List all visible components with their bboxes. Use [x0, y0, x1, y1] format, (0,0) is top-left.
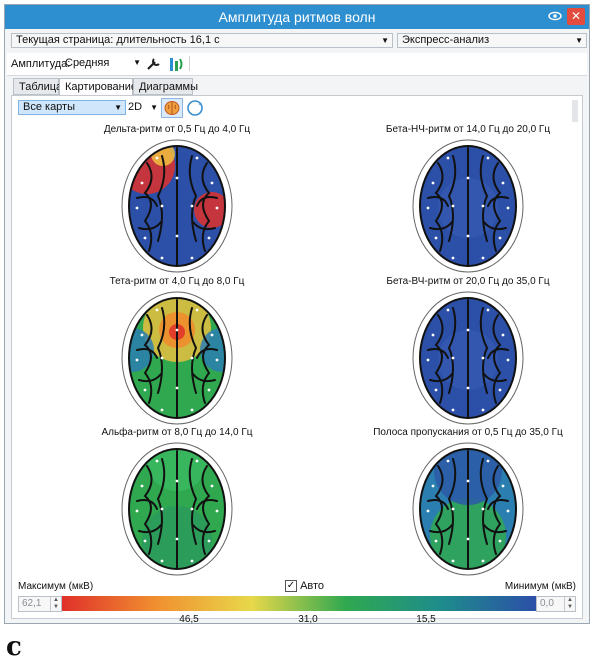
chevron-down-icon: ▼ [150, 103, 158, 112]
top-bar: Текущая страница: длительность 16,1 с ▼ … [7, 32, 587, 49]
tab-label: Таблица [19, 81, 63, 93]
analysis-select-value: Экспресс-анализ [402, 34, 490, 46]
min-input[interactable]: 0,0 ▲▼ [536, 596, 576, 612]
tab-label: Картирование [65, 81, 137, 93]
brain-map [412, 291, 524, 425]
max-label: Максимум (мкВ) [18, 581, 94, 592]
tab-charts[interactable]: Диаграммы [133, 78, 198, 95]
page-select[interactable]: Текущая страница: длительность 16,1 с ▼ [11, 33, 393, 48]
figure-label: c [6, 632, 22, 662]
signal-icon[interactable] [167, 55, 187, 73]
auto-label: Авто [300, 580, 325, 592]
chevron-down-icon: ▼ [114, 103, 122, 112]
brain-view-button[interactable] [161, 98, 183, 118]
tab-table[interactable]: Таблица [13, 78, 63, 95]
page-select-value: Текущая страница: длительность 16,1 с [16, 34, 220, 46]
maps-select-value: Все карты [23, 101, 76, 113]
mapping-panel: Все карты ▼ 2D ▼ Дельта-ритм от 0,5 Гц д… [11, 95, 583, 625]
map-title: Бета-ВЧ-ритм от 20,0 Гц до 35,0 Гц [386, 276, 550, 287]
amplitude-select[interactable]: Средняя ▼ [65, 57, 141, 71]
wrench-icon[interactable] [145, 55, 163, 73]
amplitude-label: Амплитуда: [11, 58, 71, 70]
amplitude-value: Средняя [65, 57, 110, 69]
chevron-down-icon: ▼ [133, 58, 141, 67]
maps-select[interactable]: Все карты ▼ [18, 100, 126, 115]
map-title: Дельта-ритм от 0,5 Гц до 4,0 Гц [103, 124, 251, 135]
map-title: Тета-ритм от 4,0 Гц до 8,0 Гц [109, 276, 245, 287]
toolbar-divider [189, 56, 196, 71]
brain-map [121, 139, 233, 273]
map-title: Альфа-ритм от 8,0 Гц до 14,0 Гц [101, 427, 253, 438]
brain-icon [164, 101, 180, 115]
toolbar: Амплитуда: Средняя ▼ [7, 53, 587, 76]
title-bar: Амплитуда ритмов волн ✕ [5, 5, 589, 29]
rotate-button[interactable] [184, 98, 206, 118]
brain-map [121, 442, 233, 576]
tab-mapping[interactable]: Картирование [59, 78, 137, 96]
scale-tick: 46,5 [179, 614, 199, 625]
scale-tick: 15,5 [416, 614, 436, 625]
view-mode-value: 2D [128, 101, 143, 113]
color-scale-bar [62, 596, 536, 611]
stepper-icon[interactable]: ▲▼ [50, 597, 61, 611]
brain-map [412, 139, 524, 273]
map-title: Бета-НЧ-ритм от 14,0 Гц до 20,0 Гц [385, 124, 551, 135]
scrollbar[interactable] [572, 100, 578, 122]
checkmark-icon: ✓ [285, 580, 297, 593]
app-window: Амплитуда ритмов волн ✕ Текущая страница… [4, 4, 590, 625]
close-button[interactable]: ✕ [567, 8, 585, 25]
map-title: Полоса пропускания от 0,5 Гц до 35,0 Гц [373, 427, 563, 438]
chevron-down-icon: ▼ [575, 36, 583, 45]
brain-map [121, 291, 233, 425]
chevron-down-icon: ▼ [381, 36, 389, 45]
eye-icon[interactable] [547, 8, 563, 24]
scale-tick: 31,0 [298, 614, 318, 625]
brain-map [412, 442, 524, 576]
min-label: Минимум (мкВ) [504, 581, 576, 592]
max-value: 62,1 [22, 598, 42, 609]
window-title: Амплитуда ритмов волн [218, 9, 376, 25]
stepper-icon[interactable]: ▲▼ [564, 597, 575, 611]
min-value: 0,0 [540, 598, 554, 609]
rotate-icon [187, 100, 203, 116]
auto-checkbox[interactable]: ✓ Авто [285, 580, 324, 594]
max-input[interactable]: 62,1 ▲▼ [18, 596, 62, 612]
analysis-select[interactable]: Экспресс-анализ ▼ [397, 33, 587, 48]
tab-label: Диаграммы [139, 81, 198, 93]
view-mode-select[interactable]: 2D ▼ [128, 100, 158, 115]
